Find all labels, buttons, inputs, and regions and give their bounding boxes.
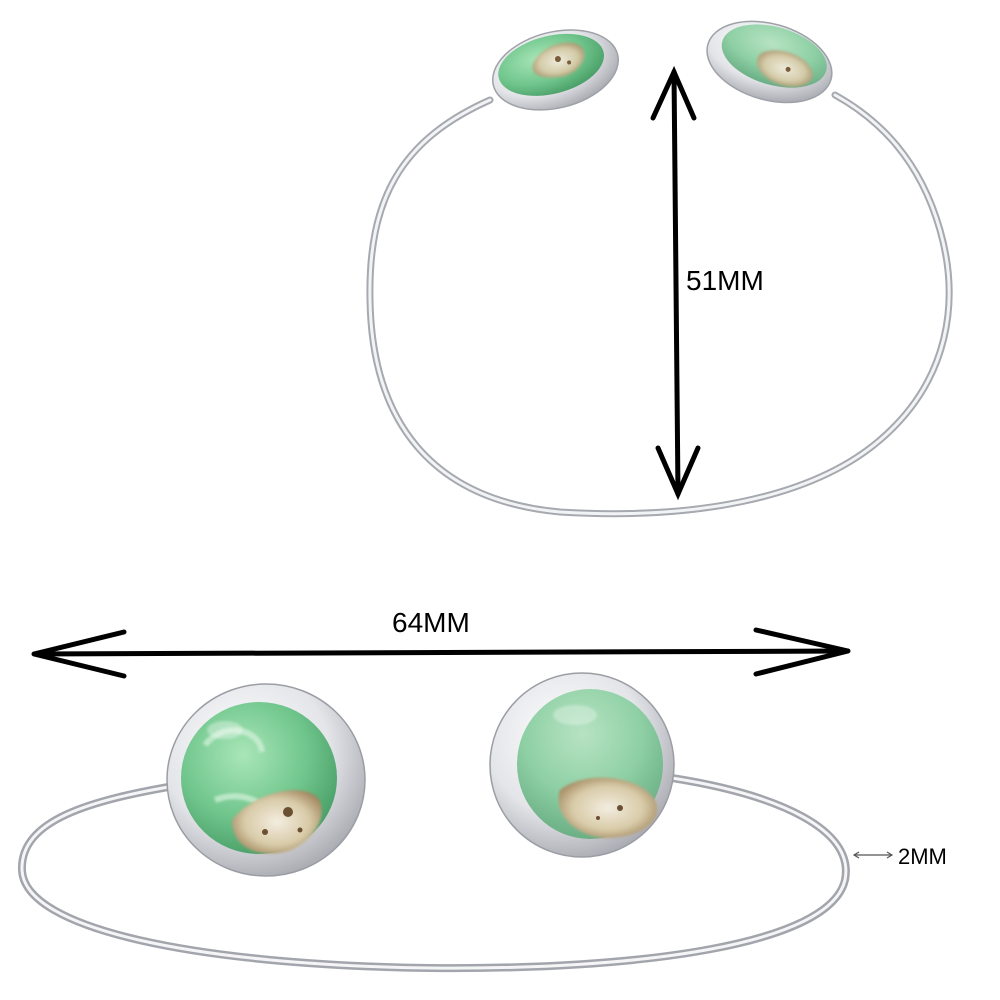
thickness-dimension-label: 2MM: [898, 844, 947, 869]
front-right-stone: [489, 672, 675, 858]
thickness-dimension-arrow: [852, 851, 894, 859]
top-left-stone: [491, 29, 620, 111]
width-dimension-label: 64MM: [392, 607, 470, 638]
front-bracelet-wire: [17, 774, 850, 973]
front-view-bracelet: 2MM: [17, 672, 947, 973]
front-left-stone: [166, 683, 366, 877]
top-view-bracelet: 51MM: [366, 20, 953, 518]
width-dimension-arrow: [31, 627, 851, 679]
height-dimension-arrow: [650, 65, 701, 501]
height-dimension-label: 51MM: [686, 265, 764, 296]
top-right-stone: [706, 20, 833, 104]
